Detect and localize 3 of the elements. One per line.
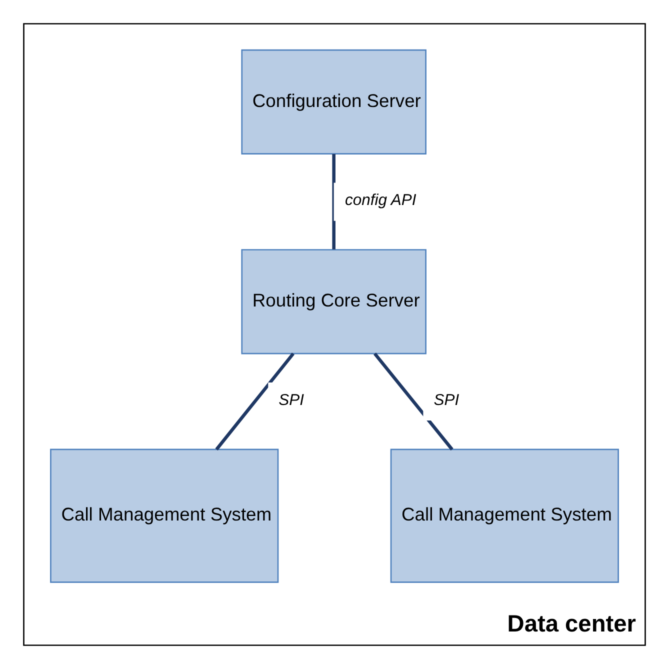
edge-label: config API [345, 192, 416, 210]
edge-label: SPI [434, 392, 460, 409]
edge-label: SPI [278, 392, 304, 409]
